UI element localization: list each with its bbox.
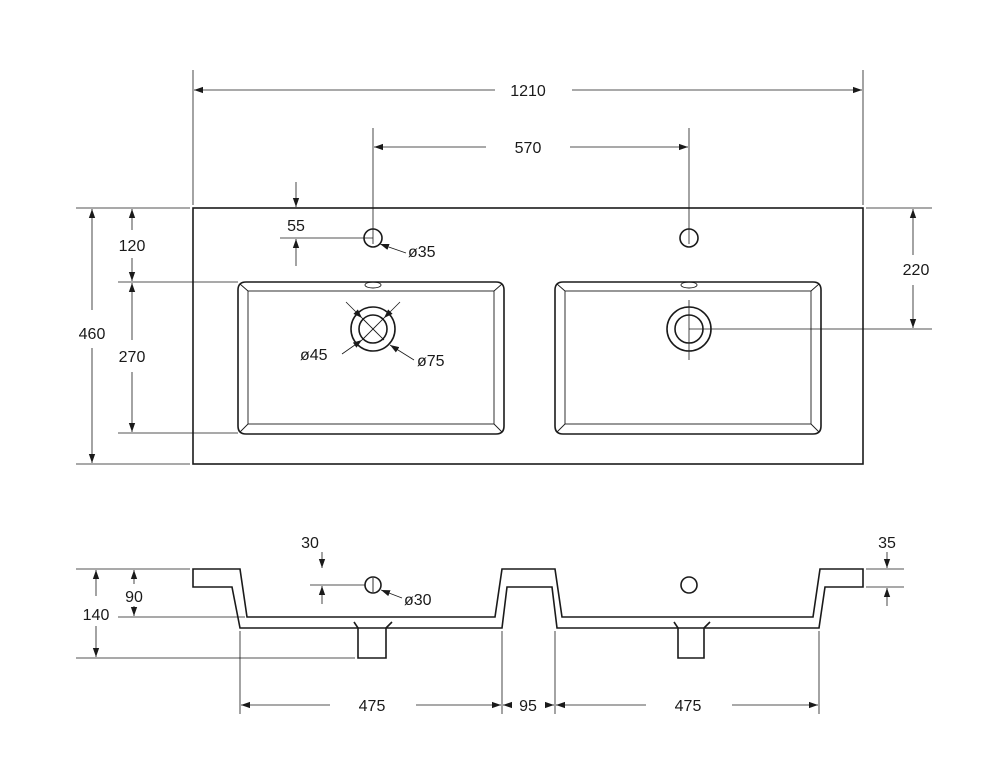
dim-rim-thickness: 35: [878, 535, 896, 552]
dim-tap-spacing: 570: [515, 140, 542, 157]
dim-overall-width: 1210: [510, 83, 546, 100]
dim-drain-outer: ø75: [417, 353, 445, 370]
dim-drain-inner: ø45: [300, 347, 328, 364]
top-view: 1210 570 460 120 270 220 55 ø35 ø45 ø75: [76, 70, 932, 465]
left-bowl: [237, 281, 505, 435]
drain-outer: [350, 306, 396, 352]
drain-spigot-right: [673, 621, 711, 659]
dim-flange-offset: 30: [301, 535, 319, 552]
dim-bowl-width-left: 475: [359, 698, 386, 715]
dim-overall-depth: 460: [79, 326, 106, 343]
dim-overflow-height: 90: [125, 589, 143, 606]
right-bowl: [554, 281, 822, 435]
dim-total-height: 140: [83, 607, 110, 624]
dim-overflow-diameter: ø30: [404, 592, 432, 609]
front-view: 30 90 140 35 ø30 475 95 475: [76, 535, 904, 715]
dim-bowl-length: 270: [119, 349, 146, 366]
basin-section: [192, 568, 864, 629]
drain-spigot-left: [353, 621, 393, 659]
dim-tap-edge-offset: 55: [287, 218, 305, 235]
dim-drain-offset: 220: [903, 262, 930, 279]
drain-inner: [358, 314, 388, 344]
basin-outline: [192, 207, 864, 465]
dim-bowl-gap: 95: [519, 698, 537, 715]
overflow-hole-right: [680, 576, 698, 594]
dim-bowl-width-right: 475: [675, 698, 702, 715]
dim-tap-diameter: ø35: [408, 244, 436, 261]
dim-tap-offset: 120: [119, 238, 146, 255]
overflow-slot: [364, 281, 382, 289]
